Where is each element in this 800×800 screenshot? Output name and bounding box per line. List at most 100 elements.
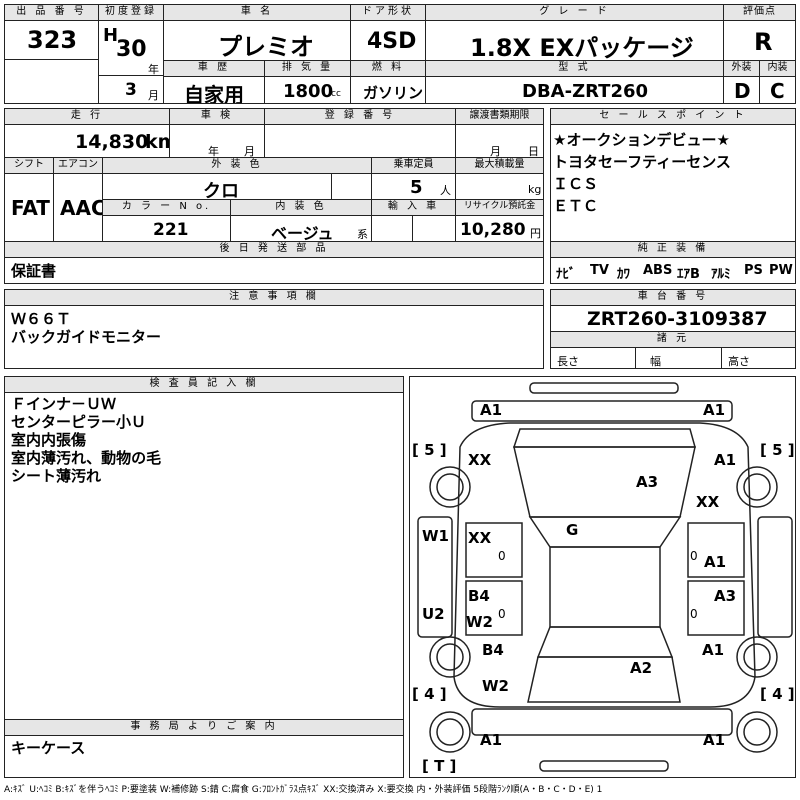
sales-points-cell: ★オークションデビュー★ トヨタセーフティーセンス ＩＣＳ ＥＴＣ bbox=[550, 124, 796, 242]
lot-number-cell: 323 bbox=[4, 20, 99, 60]
door-type: 4SD bbox=[367, 29, 417, 54]
exterior-header: 外装 bbox=[723, 60, 760, 77]
sales-point-item: トヨタセーフティーセンス bbox=[553, 153, 731, 171]
door-header: ドア形状 bbox=[350, 4, 426, 21]
mark-door-fl: XX bbox=[468, 529, 492, 547]
grade: 1.8X EXパッケージ bbox=[470, 34, 694, 61]
inspector-line: Ｆインナ－ＵＷ bbox=[11, 395, 117, 413]
transfer-header: 譲渡書類期限 bbox=[455, 108, 544, 125]
chassis-number: ZRT260-3109387 bbox=[587, 308, 768, 330]
sales-point-item: ★オークションデビュー★ bbox=[553, 131, 730, 149]
mark-spare: [ T ] bbox=[422, 757, 457, 775]
equipment-item: PS bbox=[744, 263, 763, 278]
front-bumper-top bbox=[529, 382, 679, 394]
shift: FAT bbox=[11, 196, 50, 220]
era-letter: H bbox=[103, 25, 119, 46]
reg-year-unit: 年 bbox=[148, 63, 159, 76]
door-fr bbox=[687, 522, 745, 578]
mark-fender-fl: XX bbox=[468, 451, 492, 469]
color-header: 外 装 色 bbox=[102, 157, 372, 174]
capacity-cell: 5 人 bbox=[371, 173, 456, 200]
color-cell: クロ bbox=[102, 173, 332, 200]
mark-qtr-l-a: B4 bbox=[482, 641, 504, 659]
equipment-item: ABS bbox=[643, 263, 673, 278]
equipment-item: ｱﾙﾐ bbox=[711, 267, 731, 282]
inspection-month-unit: 月 bbox=[244, 145, 255, 158]
rear-bumper-bottom bbox=[539, 760, 669, 772]
office-header: 事 務 局 よ り ご 案 内 bbox=[4, 719, 404, 736]
reg-month-unit: 月 bbox=[148, 89, 159, 102]
mark-tire-fr: [ 5 ] bbox=[760, 441, 795, 459]
hood bbox=[513, 446, 696, 518]
trunk bbox=[527, 656, 681, 703]
length-label: 長さ bbox=[557, 355, 579, 368]
load-unit: kg bbox=[528, 183, 542, 196]
exterior-grade-cell: D bbox=[723, 76, 760, 104]
mark-pillar-left: W1 bbox=[422, 527, 449, 545]
mark-front-left: A1 bbox=[480, 401, 503, 419]
roof bbox=[549, 546, 661, 628]
mileage-unit: km bbox=[145, 131, 169, 153]
history: 自家用 bbox=[184, 83, 244, 104]
equipment-item: ｶﾜ bbox=[617, 267, 630, 282]
mark-tire-rr: [ 4 ] bbox=[760, 685, 795, 703]
load-cell: kg bbox=[455, 173, 544, 200]
equipment-item: ｴｱB bbox=[677, 267, 700, 282]
mark-qtr-r: A1 bbox=[702, 641, 725, 659]
recycle-unit: 円 bbox=[530, 227, 541, 240]
car-name-header: 車 名 bbox=[163, 4, 351, 21]
mark-door-rl-sub: 0 bbox=[498, 607, 506, 621]
mark-front-right: A1 bbox=[703, 401, 726, 419]
inspector-line: 室内薄汚れ、動物の毛 bbox=[11, 449, 162, 467]
mark-tire-fl: [ 5 ] bbox=[412, 441, 447, 459]
later-parts-header: 後 日 発 送 部 品 bbox=[4, 241, 544, 258]
shift-header: シフト bbox=[4, 157, 54, 174]
height-cell: 高さ bbox=[721, 347, 796, 369]
later-parts: 保証書 bbox=[11, 262, 57, 280]
model-code: DBA-ZRT260 bbox=[522, 81, 649, 102]
damage-diagram: A1 A1 [ 5 ] [ 5 ] XX A1 A3 XX G W1 XX 0 … bbox=[409, 376, 796, 778]
displacement-header: 排 気 量 bbox=[264, 60, 351, 77]
int-color-header: 内 装 色 bbox=[230, 199, 372, 216]
reg-year: 30 bbox=[116, 37, 147, 62]
office-cell: キーケース bbox=[4, 735, 404, 778]
lot-number-header: 出 品 番 号 bbox=[4, 4, 99, 21]
windshield bbox=[528, 516, 682, 548]
notes-line: バックガイドモニター bbox=[11, 328, 162, 346]
inspector-line: 室内内張傷 bbox=[11, 431, 87, 449]
sales-points-header: セ ー ル ス ポ イ ン ト bbox=[550, 108, 796, 125]
reg-no-cell bbox=[264, 124, 456, 158]
first-reg-month-cell: 3 月 bbox=[98, 75, 164, 104]
rear-bumper bbox=[471, 708, 733, 736]
mark-door-rr-sub: 0 bbox=[690, 607, 698, 621]
mark-door-fr-sub: 0 bbox=[690, 549, 698, 563]
reg-month: 3 bbox=[125, 80, 137, 100]
later-parts-cell: 保証書 bbox=[4, 257, 544, 284]
notes-cell: Ｗ６６Ｔ バックガイドモニター bbox=[4, 305, 544, 369]
displacement-cell: 1800 cc bbox=[264, 76, 351, 104]
mark-rear-left: A1 bbox=[480, 731, 503, 749]
exterior-grade: D bbox=[734, 79, 751, 103]
sill-right bbox=[757, 516, 793, 638]
door-fl bbox=[465, 522, 523, 578]
color-no-cell: 221 bbox=[102, 215, 231, 242]
car-name-cell: プレミオ bbox=[163, 20, 351, 61]
equipment-cell: ﾅﾋﾞ TV ｶﾜ ABS ｴｱB ｱﾙﾐ PS PW bbox=[550, 257, 796, 284]
history-cell: 自家用 bbox=[163, 76, 265, 104]
score-header: 評価点 bbox=[723, 4, 796, 21]
transfer-month-unit: 月 bbox=[490, 145, 501, 158]
score-cell: R bbox=[723, 20, 796, 61]
mark-door-rl-a: B4 bbox=[468, 587, 490, 605]
first-reg-header: 初度登録 bbox=[98, 4, 164, 21]
hood-front bbox=[512, 428, 696, 448]
office-text: キーケース bbox=[11, 739, 86, 757]
mark-qtr-l-b: W2 bbox=[482, 677, 509, 695]
import-cell-a bbox=[371, 215, 413, 242]
mark-rear-right: A1 bbox=[703, 731, 726, 749]
interior-header: 内装 bbox=[759, 60, 796, 77]
interior-grade-cell: C bbox=[759, 76, 796, 104]
equipment-header: 純 正 装 備 bbox=[550, 241, 796, 258]
inspector-header: 検 査 員 記 入 欄 bbox=[4, 376, 404, 393]
ac: AAC bbox=[60, 196, 103, 220]
dims-header: 諸 元 bbox=[550, 331, 796, 348]
